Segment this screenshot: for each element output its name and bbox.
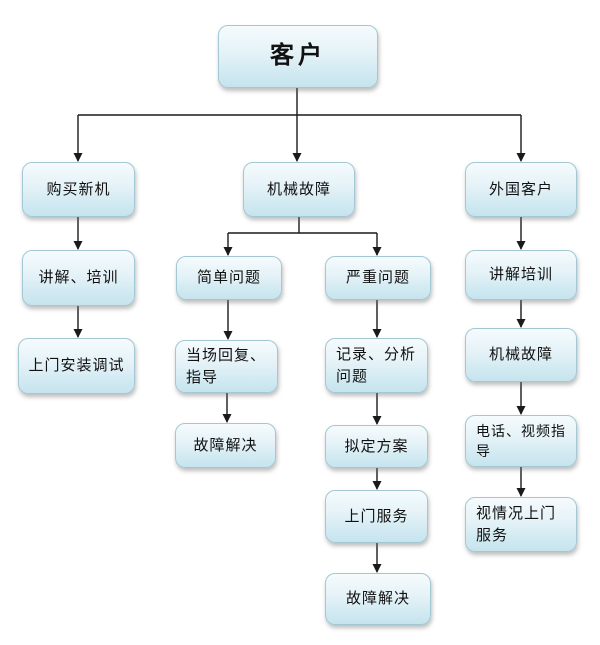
- node-mechanical-fault: 机械故障: [243, 162, 355, 217]
- node-severe-problem: 严重问题: [325, 256, 431, 300]
- node-customer: 客户: [218, 25, 378, 88]
- node-foreign-customer: 外国客户: [465, 162, 577, 217]
- node-onsite-as-needed: 视情况上门服务: [465, 497, 577, 552]
- node-draft-plan: 拟定方案: [325, 425, 428, 468]
- node-explain-training-left: 讲解、培训: [22, 250, 135, 306]
- node-fault-solved-middle: 故障解决: [325, 573, 431, 625]
- node-explain-training-right: 讲解培训: [465, 250, 577, 300]
- node-onsite-install-debug: 上门安装调试: [18, 338, 135, 394]
- node-mechanical-fault-right: 机械故障: [465, 328, 577, 382]
- node-onspot-reply-guidance: 当场回复、指导: [175, 340, 278, 393]
- node-buy-new-machine: 购买新机: [22, 162, 135, 217]
- node-onsite-service: 上门服务: [325, 490, 428, 543]
- node-simple-problem: 简单问题: [176, 256, 282, 300]
- node-phone-video-guidance: 电话、视频指导: [465, 415, 577, 467]
- node-record-analyze-problem: 记录、分析问题: [325, 338, 428, 393]
- node-fault-solved-left: 故障解决: [175, 423, 276, 468]
